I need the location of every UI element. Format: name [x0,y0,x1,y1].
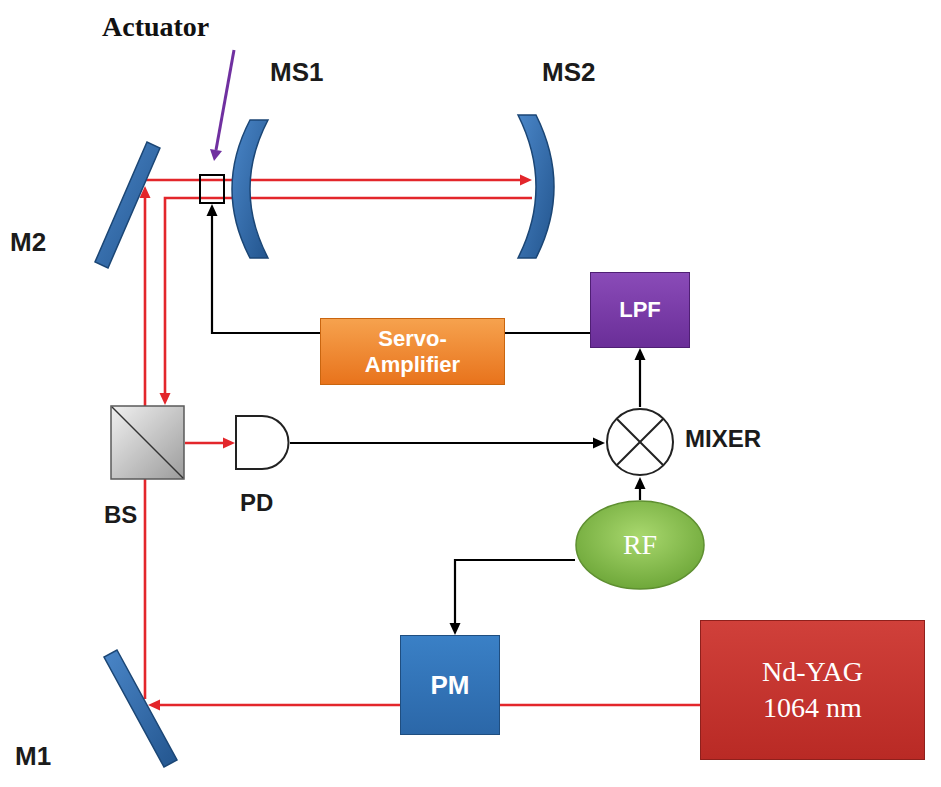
laser-beam [148,700,400,711]
flat-mirror: M2 [132,173,146,186]
signal-wire [450,560,576,635]
arrowhead [635,477,646,489]
connector-line [639,358,641,407]
part-label: M1 [15,742,51,771]
part-label: MIXER [685,426,761,452]
callout-arrowhead [210,149,222,161]
phase-modulator-box: PM [400,635,500,735]
connector-line [146,179,522,182]
photodetector: PD [235,415,290,470]
rf-source: RF [575,500,705,590]
arrowhead [593,438,605,449]
arrowhead [450,623,461,635]
node-label: Nd-YAG 1064 nm [738,654,888,727]
connector-line [505,332,590,334]
filter-box: LPF [590,272,690,348]
arrowhead [223,438,235,449]
curved-mirror: MS1 [232,120,268,258]
part-label: Actuator [102,12,209,43]
signal-wire [505,333,590,334]
actuator-box: Actuator [199,174,225,204]
connector-line [158,704,400,707]
part-label: PD [240,490,273,516]
connector-line [455,560,575,625]
flat-mirror: M1 [134,699,148,712]
arrowhead [635,348,646,360]
node-label: LPF [619,297,661,323]
servo-amplifier-box: Servo-Amplifier [320,318,505,385]
laser-beam [160,198,533,405]
laser-beam [500,705,700,706]
part-label: MS1 [270,58,323,87]
signal-wire [635,477,646,500]
arrowhead [207,204,218,216]
photodetector-shape [235,415,290,470]
node-label: RF [623,529,657,561]
mixer-symbol: MIXER [605,407,675,477]
signal-wire [290,438,605,449]
connector-line [185,442,225,445]
laser-beam [185,438,235,449]
connector-line [212,214,320,333]
arrowhead [160,393,171,405]
curved-mirror: MS2 [532,172,536,206]
beam-splitter: BS [110,405,185,480]
connector-line [500,704,700,707]
connector-line [165,198,532,395]
laser-beam [146,175,532,186]
laser-box: Nd-YAG 1064 nm [700,620,925,760]
connector-line [290,442,595,444]
part-label: MS2 [542,58,595,87]
mixer-circle [605,407,675,477]
node-label: PM [431,670,470,701]
signal-wire [635,348,646,407]
node-label: Servo-Amplifier [354,326,472,377]
arrowhead [520,175,532,186]
part-label: BS [104,502,137,528]
signal-wire [207,204,321,333]
beam-splitter-cube [110,405,185,480]
callout-arrow [216,50,234,150]
part-label: M2 [10,228,46,257]
